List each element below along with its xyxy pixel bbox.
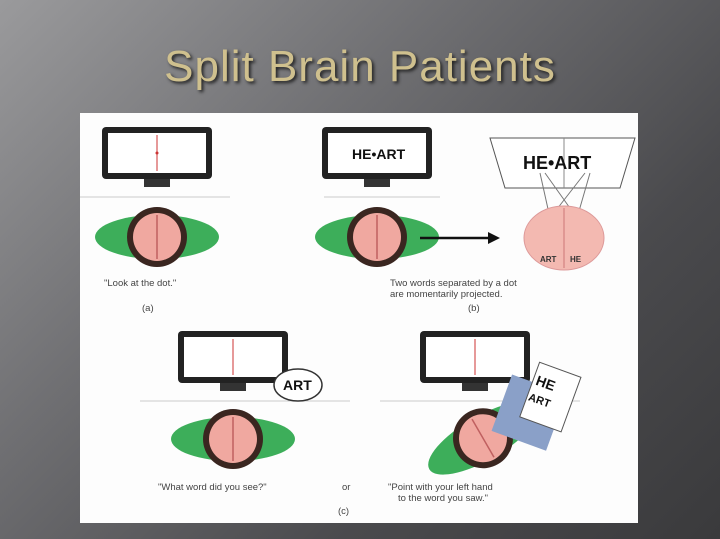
panel-c-label: (c) — [338, 506, 350, 517]
panel-b-zoom-word: HE•ART — [523, 153, 592, 173]
slide-title: Split Brain Patients — [164, 42, 556, 91]
brain-label-he: HE — [570, 255, 582, 264]
panel-b-screen-word: HE•ART — [352, 146, 406, 162]
brain-label-art: ART — [540, 255, 557, 264]
speech-bubble-word: ART — [283, 377, 312, 393]
panel-b-caption-1: Two words separated by a dot — [390, 278, 517, 289]
panel-c-caption-right-1: "Point with your left hand — [388, 482, 493, 493]
panel-a-caption: "Look at the dot." — [104, 278, 177, 289]
panel-b-caption-2: are momentarily projected. — [390, 289, 503, 300]
panel-b-label: (b) — [468, 303, 480, 314]
panel-a-label: (a) — [142, 303, 154, 314]
panel-c-caption-left: "What word did you see?" — [158, 482, 267, 493]
split-brain-figure: HE•ART HE•ART ART HE "Look at the dot." … — [80, 113, 638, 523]
panel-c-or: or — [342, 482, 351, 493]
illustration — [80, 127, 636, 496]
panel-c-caption-right-2: to the word you saw." — [398, 493, 488, 504]
